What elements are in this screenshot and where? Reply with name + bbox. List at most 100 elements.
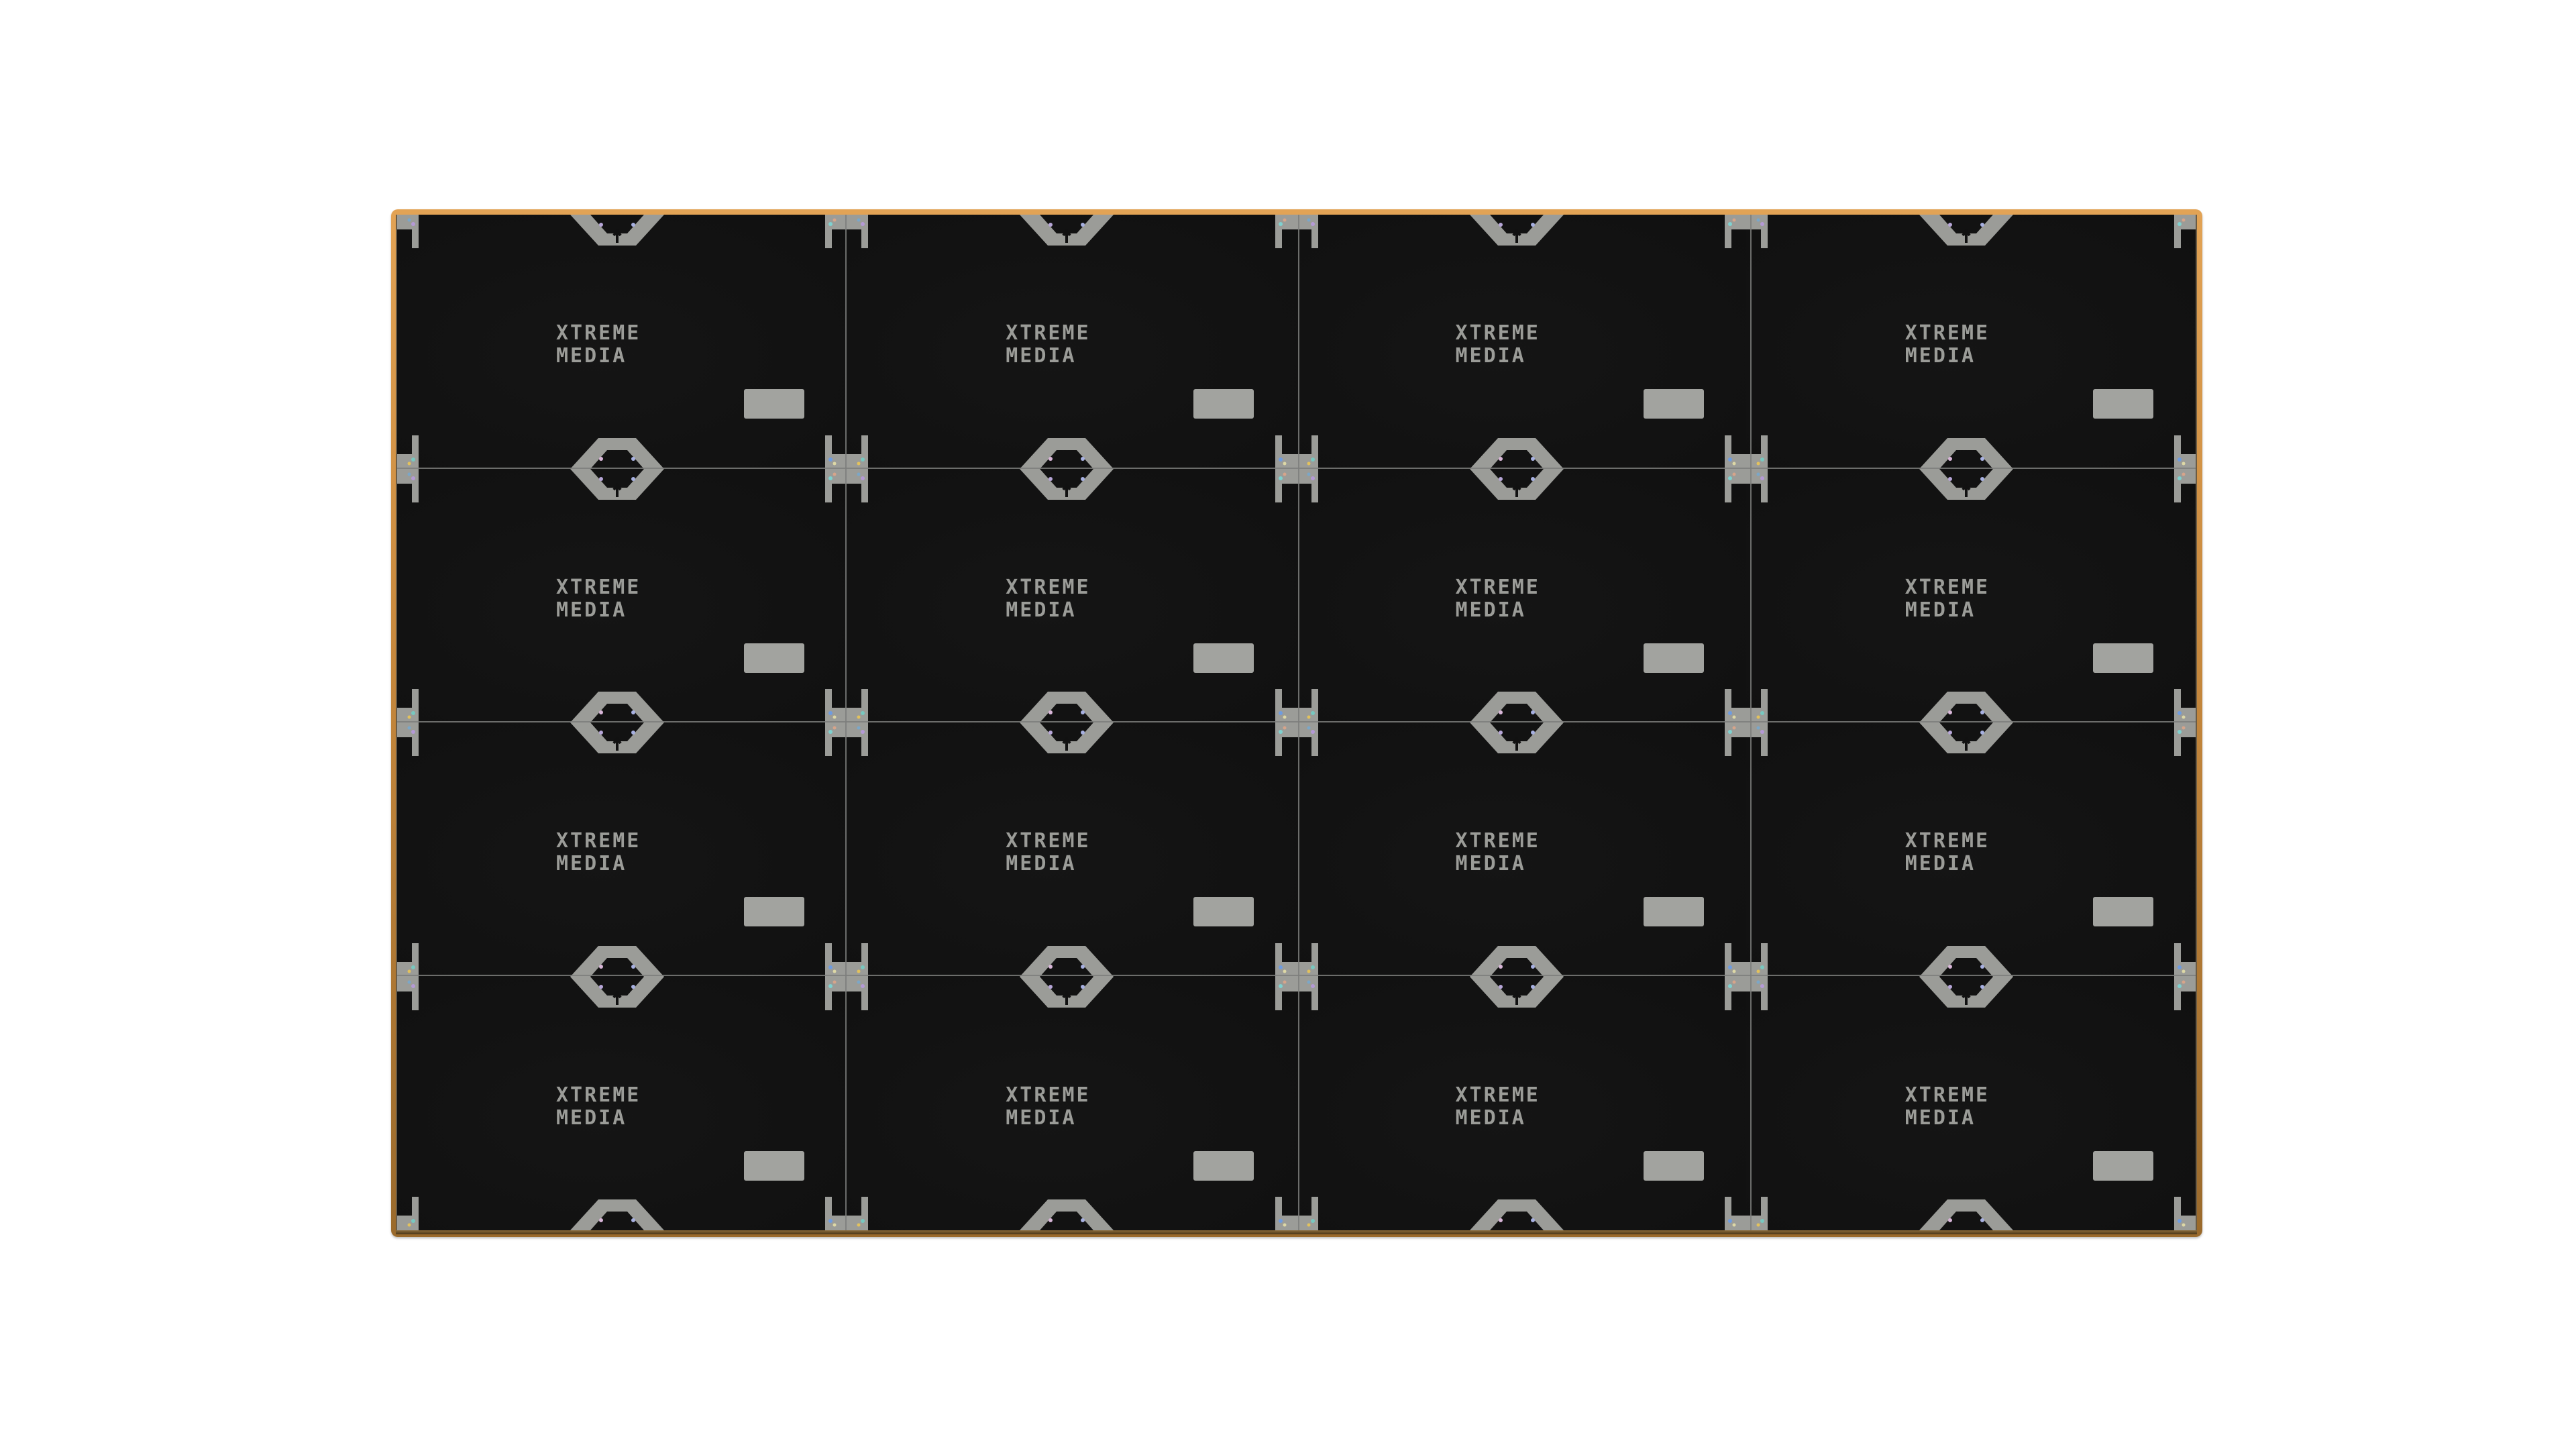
corner-bracket-icon [397, 722, 419, 756]
corner-bracket-icon [397, 943, 419, 977]
bottom-bracket-icon [1919, 945, 2013, 977]
corner-bracket-icon [1724, 976, 1746, 1010]
brand-logo: XTREME MEDIA [1455, 1083, 1583, 1130]
bottom-bracket-icon [1020, 692, 1114, 722]
brand-logo: XTREME MEDIA [1006, 322, 1133, 368]
logo-line-2: MEDIA [1006, 1106, 1077, 1130]
corner-bracket-icon [1275, 435, 1297, 469]
corner-bracket-icon [825, 468, 847, 502]
corner-bracket-icon [2174, 689, 2196, 722]
brand-logo: XTREME MEDIA [556, 1083, 684, 1130]
logo-line-2: MEDIA [556, 852, 627, 875]
bottom-bracket-icon [1919, 1199, 2013, 1230]
corner-bracket-icon [1746, 689, 1768, 722]
brand-logo: XTREME MEDIA [556, 576, 684, 622]
corner-bracket-icon [825, 722, 847, 756]
top-bracket-icon [1020, 468, 1114, 500]
corner-bracket-icon [2174, 976, 2196, 1010]
brand-logo: XTREME MEDIA [1905, 830, 2033, 875]
logo-line-2: MEDIA [556, 1106, 627, 1130]
brand-logo: XTREME MEDIA [1456, 322, 1583, 368]
corner-bracket-icon [2174, 1197, 2196, 1230]
corner-bracket-icon [1275, 943, 1297, 977]
brand-logo: XTREME MEDIA [1006, 576, 1133, 622]
corner-bracket-icon [1275, 722, 1297, 756]
corner-bracket-icon [1296, 976, 1318, 1010]
corner-bracket-icon [397, 689, 419, 722]
corner-bracket-icon [825, 435, 847, 469]
corner-bracket-icon [1724, 943, 1746, 977]
led-cabinet: XTREME MEDIA [1296, 722, 1746, 977]
corner-bracket-icon [1746, 722, 1768, 756]
label-plate [1643, 1150, 1704, 1181]
label-plate [744, 643, 804, 673]
corner-bracket-icon [1724, 1197, 1746, 1230]
led-cabinet: XTREME MEDIA [397, 215, 847, 469]
label-plate [744, 1150, 804, 1181]
corner-bracket-icon [1746, 976, 1768, 1010]
corner-bracket-icon [1746, 468, 1768, 502]
led-cabinet: XTREME MEDIA [1746, 468, 2196, 722]
corner-bracket-icon [1275, 689, 1297, 722]
top-bracket-icon [570, 722, 664, 753]
logo-line-1: XTREME [1455, 321, 1540, 345]
led-cabinet: XTREME MEDIA [397, 468, 847, 722]
logo-line-2: MEDIA [1904, 598, 1976, 622]
bottom-bracket-icon [1469, 692, 1564, 722]
led-cabinet: XTREME MEDIA [397, 976, 847, 1230]
label-plate [2092, 897, 2153, 926]
top-bracket-icon [1919, 976, 2013, 1008]
bottom-bracket-icon [570, 692, 664, 722]
corner-bracket-icon [1296, 1197, 1318, 1230]
corner-bracket-icon [847, 215, 869, 248]
top-bracket-icon [1919, 722, 2013, 753]
brand-logo: XTREME MEDIA [1905, 576, 2033, 622]
label-plate [1193, 643, 1254, 673]
top-bracket-icon [1469, 215, 1564, 246]
bottom-bracket-icon [1919, 692, 2013, 722]
logo-line-2: MEDIA [1904, 344, 1976, 368]
top-bracket-icon [1020, 722, 1114, 753]
label-plate [744, 897, 804, 926]
video-wall-panel-area: XTREME MEDIA XTREME [396, 215, 2197, 1230]
brand-logo: XTREME MEDIA [1456, 830, 1583, 875]
led-cabinet: XTREME MEDIA [1746, 976, 2196, 1230]
logo-line-1: XTREME [1455, 829, 1540, 853]
corner-bracket-icon [1296, 468, 1318, 502]
brand-logo: XTREME MEDIA [1905, 322, 2033, 368]
logo-line-2: MEDIA [1455, 598, 1526, 622]
logo-line-1: XTREME [1006, 829, 1091, 853]
logo-line-2: MEDIA [1006, 598, 1077, 622]
brand-logo: XTREME MEDIA [1006, 830, 1133, 875]
top-bracket-icon [1919, 468, 2013, 500]
logo-line-2: MEDIA [1455, 1106, 1526, 1130]
corner-bracket-icon [1724, 435, 1746, 469]
corner-bracket-icon [1275, 976, 1297, 1010]
logo-line-1: XTREME [1455, 575, 1540, 599]
top-bracket-icon [1919, 215, 2013, 246]
brand-logo: XTREME MEDIA [1456, 576, 1583, 622]
corner-bracket-icon [1746, 943, 1768, 977]
corner-bracket-icon [825, 976, 847, 1010]
frame-bottom-rail [396, 1230, 2197, 1234]
corner-bracket-icon [847, 976, 869, 1010]
corner-bracket-icon [2174, 943, 2196, 977]
corner-bracket-icon [397, 976, 419, 1010]
logo-line-2: MEDIA [1455, 344, 1526, 368]
corner-bracket-icon [1275, 1197, 1297, 1230]
logo-line-2: MEDIA [1455, 852, 1526, 875]
label-plate [1643, 389, 1704, 419]
corner-bracket-icon [1746, 435, 1768, 469]
logo-line-1: XTREME [1006, 1083, 1091, 1107]
corner-bracket-icon [825, 1197, 847, 1230]
brand-logo: XTREME MEDIA [1905, 1083, 2033, 1130]
logo-line-1: XTREME [1006, 321, 1091, 345]
top-bracket-icon [570, 468, 664, 500]
bottom-bracket-icon [1020, 437, 1114, 469]
corner-bracket-icon [1724, 722, 1746, 756]
logo-line-1: XTREME [1006, 575, 1091, 599]
top-bracket-icon [1469, 976, 1564, 1008]
logo-line-2: MEDIA [1006, 344, 1077, 368]
logo-line-1: XTREME [556, 321, 641, 345]
corner-bracket-icon [847, 943, 869, 977]
